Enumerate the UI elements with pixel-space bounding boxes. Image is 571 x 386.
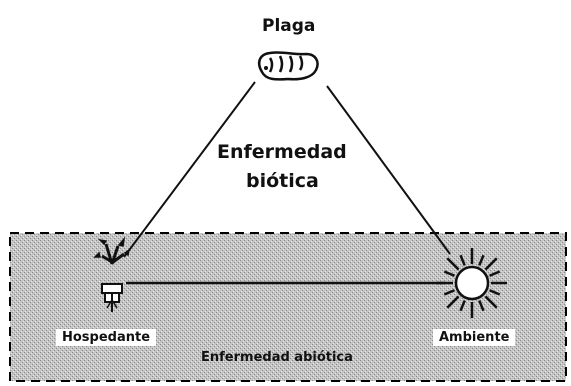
- host-label: Hospedante: [56, 329, 157, 346]
- abiotic-disease-label: Enfermedad abiótica: [201, 350, 353, 365]
- pest-environment-edge: [326, 85, 451, 255]
- environment-label: Ambiente: [433, 329, 516, 346]
- larva-icon: [258, 51, 319, 81]
- plant-icon: [93, 236, 131, 312]
- biotic-disease-label-line2: biótica: [246, 170, 319, 192]
- pest-host-edge: [123, 81, 256, 258]
- biotic-disease-label-line1: Enfermedad: [217, 141, 347, 163]
- sun-icon: [437, 248, 507, 318]
- pest-label: Plaga: [262, 16, 316, 36]
